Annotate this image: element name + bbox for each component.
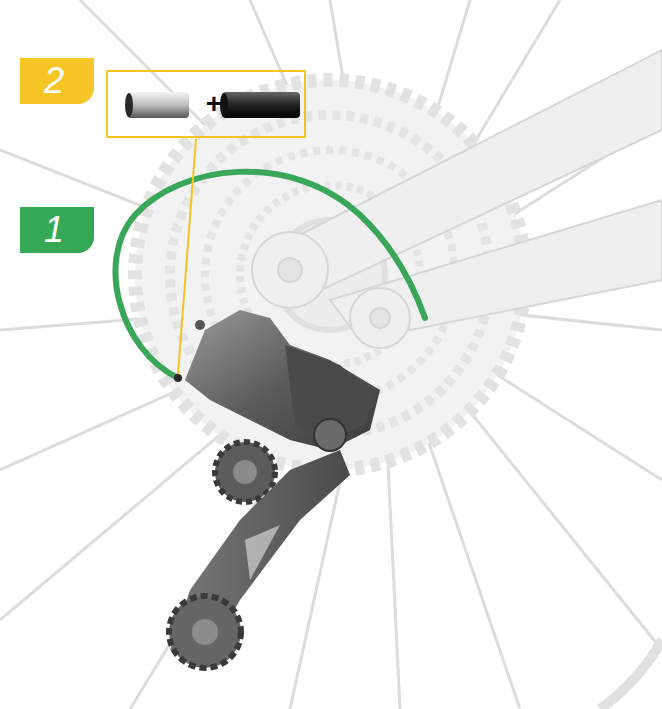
plus-sign: +	[206, 90, 222, 118]
sealed-ferrule	[222, 92, 300, 118]
ferrule-end	[174, 374, 182, 382]
cable-housing	[115, 172, 425, 378]
metal-ferrule	[127, 92, 189, 118]
callout-badge: 1	[20, 207, 94, 253]
callout-number: 2	[44, 63, 70, 99]
bike-frame	[252, 50, 662, 348]
rear-derailleur	[169, 310, 380, 668]
part-callout-box: +	[106, 70, 306, 138]
callout-badge: 2	[20, 58, 94, 104]
callout-number: 1	[44, 212, 70, 248]
leader-line	[178, 139, 196, 374]
